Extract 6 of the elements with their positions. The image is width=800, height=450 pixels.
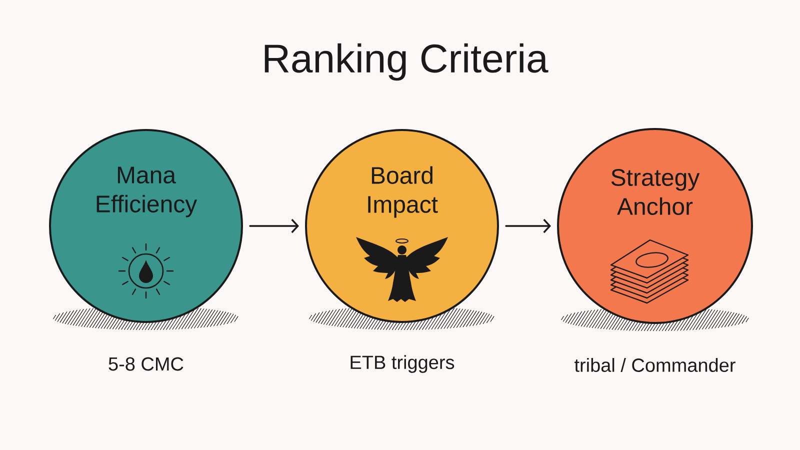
circle-node: Mana Efficiency [49,129,243,323]
caption-text: tribal / Commander [574,358,736,372]
caption-text: ETB triggers [350,355,454,373]
circle-node: Board Impact [305,129,499,323]
title: Ranking Criteria [264,43,548,81]
caption-text: 5-8 CMC [108,357,184,371]
